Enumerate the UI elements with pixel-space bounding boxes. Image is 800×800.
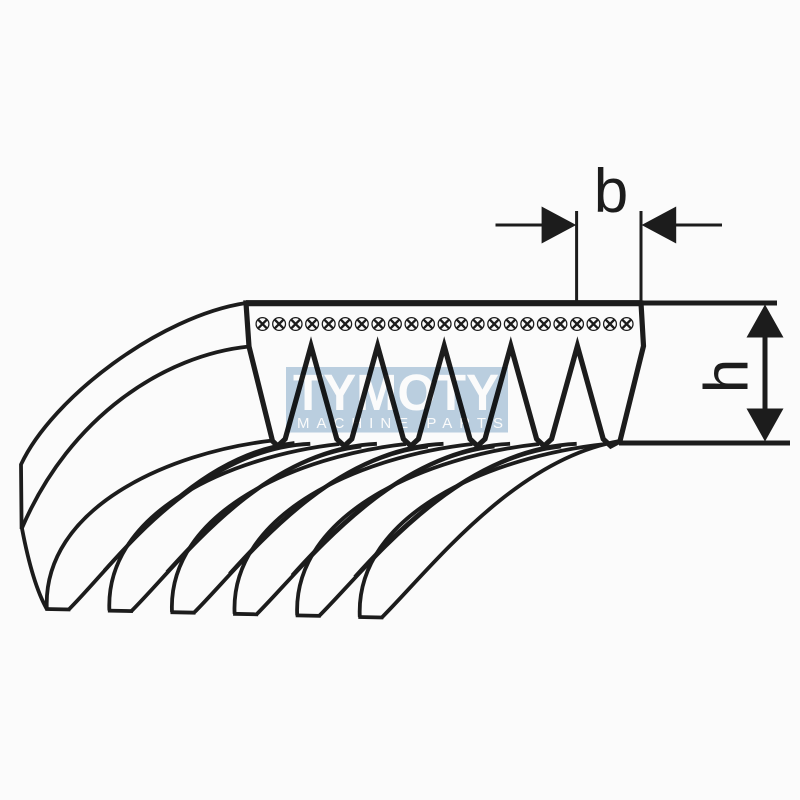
svg-text:TYMOTY: TYMOTY	[293, 364, 499, 421]
svg-text:b: b	[594, 157, 628, 226]
svg-text:h: h	[693, 359, 762, 393]
